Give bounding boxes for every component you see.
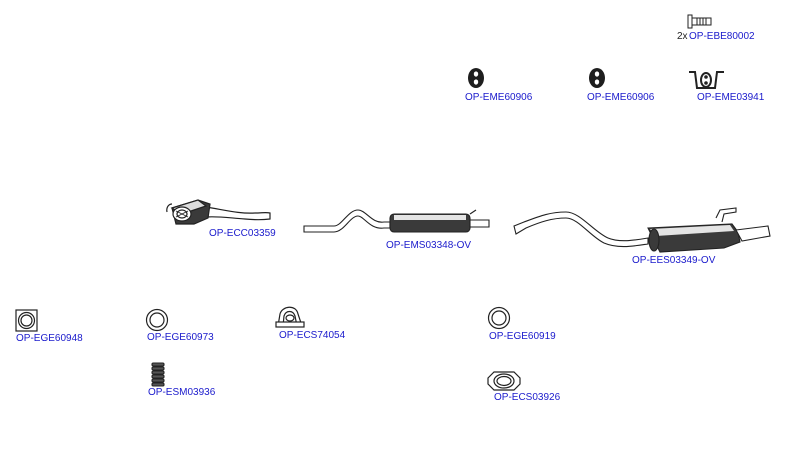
part-link-OP-EGE60919[interactable]: OP-EGE60919	[489, 331, 556, 342]
part-link-OP-ECC03359[interactable]: OP-ECC03359	[209, 228, 276, 239]
part-link-OP-EME60906[interactable]: OP-EME60906	[587, 92, 655, 103]
quantity-label: 2x	[677, 31, 688, 42]
ring-gasket-icon[interactable]	[145, 308, 169, 332]
bracket-hanger-icon[interactable]	[689, 71, 724, 89]
part-link-OP-EME60906[interactable]: OP-EME60906	[465, 92, 533, 103]
bolt-icon[interactable]	[687, 14, 712, 29]
u-clamp-icon[interactable]	[275, 306, 305, 328]
part-link-OP-ESM03936[interactable]: OP-ESM03936	[148, 387, 216, 398]
band-clamp-icon[interactable]	[487, 371, 521, 391]
part-link-OP-EBE80002[interactable]: OP-EBE80002	[689, 31, 755, 42]
part-link-OP-EGE60948[interactable]: OP-EGE60948	[16, 333, 83, 344]
part-link-OP-ECS03926[interactable]: OP-ECS03926	[494, 392, 561, 403]
rubber-hanger-icon[interactable]	[589, 68, 605, 88]
spring-icon[interactable]	[151, 362, 165, 387]
part-link-OP-ECS74054[interactable]: OP-ECS74054	[279, 330, 346, 341]
part-link-OP-EGE60973[interactable]: OP-EGE60973	[147, 332, 214, 343]
rubber-hanger-icon[interactable]	[468, 68, 484, 88]
part-link-OP-EES03349-OV[interactable]: OP-EES03349-OV	[632, 255, 716, 266]
catalytic-converter-icon[interactable]	[166, 199, 271, 225]
middle-silencer-icon[interactable]	[303, 209, 490, 233]
end-silencer-icon[interactable]	[513, 207, 771, 253]
ring-gasket-icon[interactable]	[487, 306, 511, 330]
part-link-OP-EMS03348-OV[interactable]: OP-EMS03348-OV	[386, 240, 472, 251]
square-gasket-icon[interactable]	[15, 309, 38, 332]
part-link-OP-EME03941[interactable]: OP-EME03941	[697, 92, 765, 103]
